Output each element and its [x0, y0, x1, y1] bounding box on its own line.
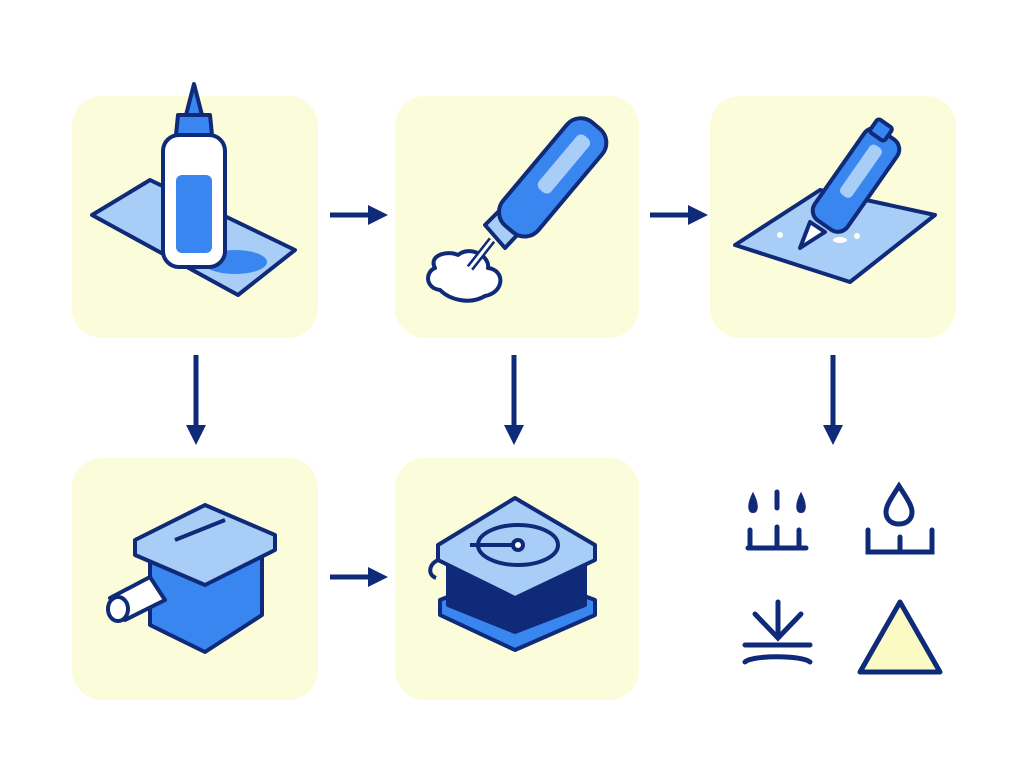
glue-bottle-icon — [90, 82, 297, 297]
warning-triangle-icon — [857, 599, 943, 675]
glue-tube-on-surface-icon — [733, 117, 937, 284]
pressed-stack-icon — [428, 496, 597, 652]
press-down-icon — [742, 599, 813, 665]
symbol-grid — [742, 481, 943, 675]
glue-tube-dispensing-icon — [426, 116, 609, 303]
clamp-box-icon — [106, 503, 277, 654]
evaporation-icon — [745, 489, 809, 551]
drop-on-surface-icon — [865, 481, 935, 555]
